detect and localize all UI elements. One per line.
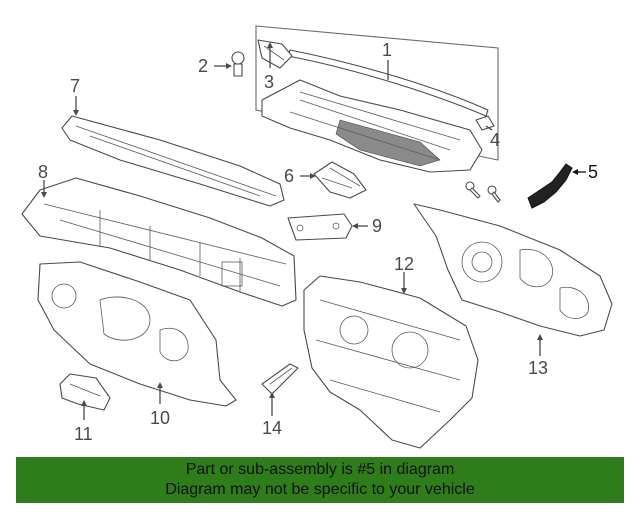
part-14-bracket (261, 363, 299, 395)
part-2-bolt (231, 51, 245, 77)
banner-line-1: Part or sub-assembly is #5 in diagram (185, 461, 455, 478)
callout-9: 9 (372, 216, 382, 236)
part-7-cross-member (61, 115, 285, 207)
info-banner: Part or sub-assembly is #5 in diagram Di… (16, 457, 624, 503)
callout-7: 7 (70, 76, 80, 96)
banner-line-2: Diagram may not be specific to your vehi… (165, 481, 475, 498)
leader-lines (41, 42, 586, 420)
part-6-bracket (313, 161, 367, 199)
part-9-bracket (287, 213, 353, 241)
callout-14: 14 (262, 418, 282, 438)
part-8-cowl-frame (21, 177, 297, 307)
parts-diagram: 1 2 3 4 5 6 7 8 9 10 11 12 13 14 (21, 25, 613, 449)
part-13-insulator (413, 203, 613, 337)
callout-2: 2 (198, 56, 208, 76)
part-12-dash-panel (303, 275, 479, 449)
callout-12: 12 (394, 254, 414, 274)
part-11-bracket (59, 373, 111, 411)
part-10-insulator (37, 261, 237, 407)
callout-3: 3 (264, 72, 274, 92)
callout-10: 10 (150, 408, 170, 428)
part-1-seal (287, 49, 489, 117)
callout-13: 13 (528, 358, 548, 378)
callout-6: 6 (284, 166, 294, 186)
callout-8: 8 (38, 162, 48, 182)
callout-1: 1 (382, 40, 392, 60)
callout-4: 4 (490, 130, 500, 150)
cowl-screws (465, 181, 501, 203)
part-4-clip (475, 115, 495, 131)
callout-11: 11 (74, 424, 93, 444)
callout-5: 5 (588, 162, 598, 182)
part-5-bracket (527, 163, 573, 209)
